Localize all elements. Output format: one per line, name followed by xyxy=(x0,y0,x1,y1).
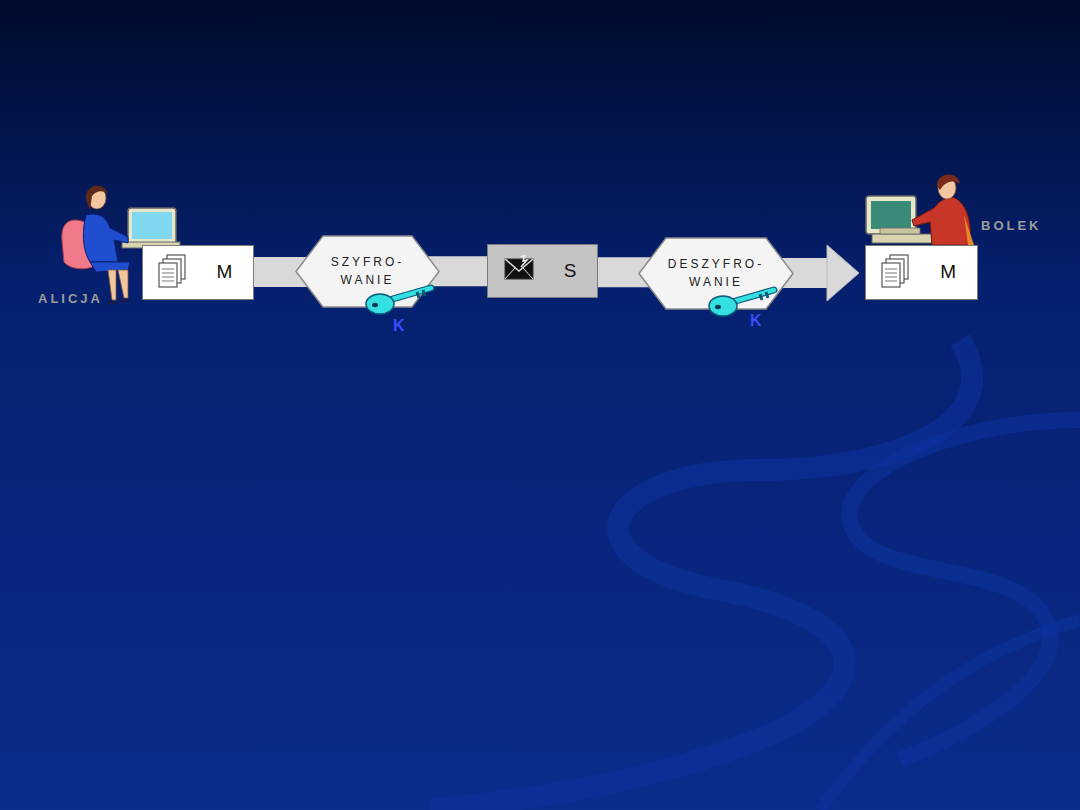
ciphertext-box: S xyxy=(487,244,598,298)
hexagon-shape xyxy=(296,236,439,307)
icon xyxy=(881,254,911,292)
key-symbol xyxy=(365,286,435,316)
key-label: K xyxy=(750,312,762,330)
bolek-figure xyxy=(866,174,974,245)
icon xyxy=(158,254,188,292)
key-label: K xyxy=(393,317,405,335)
box-label: M xyxy=(940,262,956,283)
box-label: S xyxy=(564,261,577,282)
process-hexagon: SZYFRO- WANIE xyxy=(295,235,440,308)
message-box: M xyxy=(865,245,978,300)
icon xyxy=(503,255,535,287)
process-label: DESZYFRO- WANIE xyxy=(660,256,772,291)
person-label: ALICJA xyxy=(38,291,103,306)
arrow-head xyxy=(827,245,859,301)
message-box: M xyxy=(142,245,254,300)
swirls xyxy=(430,340,1080,810)
key-symbol xyxy=(708,288,778,318)
box-label: M xyxy=(217,262,233,283)
process-hexagon: DESZYFRO- WANIE xyxy=(638,237,794,310)
person-label: BOLEK xyxy=(981,218,1042,233)
process-label: SZYFRO- WANIE xyxy=(318,254,418,289)
